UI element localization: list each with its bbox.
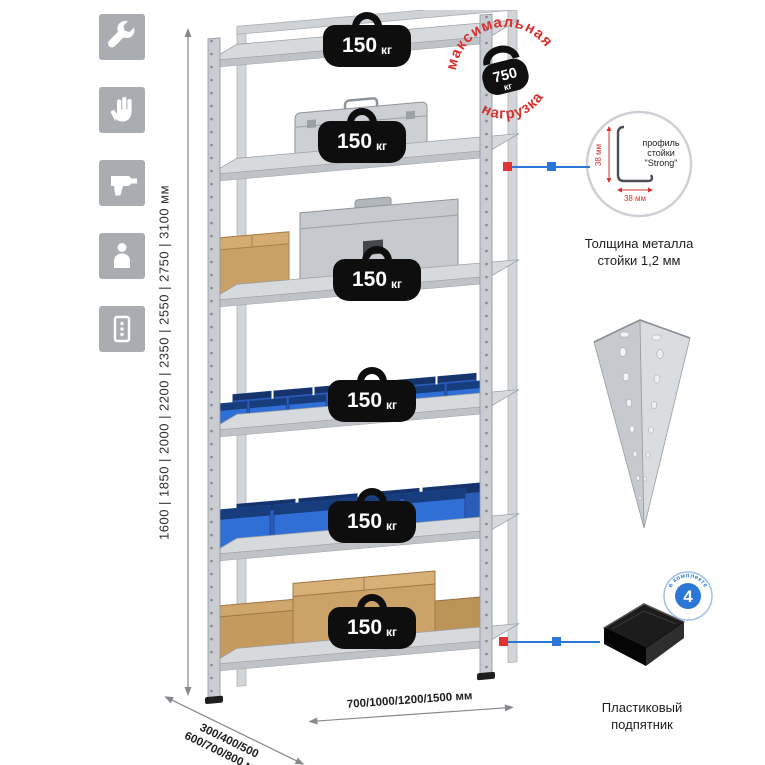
shelf-load-value: 150 <box>336 130 373 153</box>
stamp-weight-body <box>482 58 529 95</box>
width-dimension-arrow <box>307 704 514 725</box>
max-load-stamp: максимальная нагрузка 750 кг <box>438 5 558 130</box>
width-dimension: 700/1000/1200/1500 мм <box>302 687 518 728</box>
foot-left <box>205 695 223 704</box>
shelf-load-unit: кг <box>391 276 403 291</box>
feature-icon-rail <box>99 14 145 352</box>
plastic-foot-image <box>602 603 686 666</box>
weight-handle <box>362 246 392 264</box>
profile-caption-line2: стойки 1,2 мм <box>597 252 681 268</box>
feature-tile-person <box>99 233 145 279</box>
shelf-load-unit: кг <box>386 624 398 639</box>
shelf-load-value: 150 <box>351 268 388 291</box>
foot-caption-line2: подпятник <box>611 716 673 732</box>
shelf-load-unit: кг <box>376 138 388 153</box>
weight-handle <box>357 367 387 385</box>
connector-blue-marker-top <box>547 162 556 171</box>
foot-caption-line1: Пластиковый <box>601 700 683 715</box>
shelf-load-unit: кг <box>381 42 393 57</box>
back-left-post <box>236 25 247 687</box>
included-badge-number: 4 <box>683 587 693 606</box>
weight-handle <box>357 594 387 612</box>
feature-tile-tools <box>99 160 145 206</box>
weight-handle <box>357 488 387 506</box>
profile-detail-circle: 38 мм 38 мм профиль стойки "Strong" <box>585 110 693 218</box>
feature-tile-assembly <box>99 14 145 60</box>
foot-right <box>477 671 495 681</box>
glove-icon <box>110 96 132 122</box>
included-count-badge: в комплекте 4 <box>663 571 713 621</box>
drill-icon <box>111 176 137 196</box>
angle-post-image <box>593 319 691 529</box>
profile-label-2: стойки <box>647 148 675 158</box>
stamp-weight-value: 750 <box>492 65 519 86</box>
profile-caption: Толщина металла стойки 1,2 мм <box>549 236 729 270</box>
shelf-load-value: 150 <box>346 510 383 533</box>
depth-dimension-arrow <box>164 696 305 765</box>
shelf-load-value: 150 <box>341 34 378 57</box>
foot-caption: Пластиковый подпятник <box>552 700 732 734</box>
profile-dim-bottom: 38 мм <box>624 194 646 203</box>
profile-label-1: профиль <box>642 138 680 148</box>
wrench-icon <box>108 20 135 48</box>
stamp-weight-unit: кг <box>503 81 514 93</box>
feature-tile-gloves <box>99 87 145 133</box>
profile-dim-left: 38 мм <box>594 144 603 166</box>
connector-red-marker-bottom <box>499 637 508 646</box>
connector-red-marker-top <box>503 162 512 171</box>
weight-handle <box>347 108 377 126</box>
shelf-load-value: 150 <box>346 389 383 412</box>
profile-label-3: "Strong" <box>645 158 678 168</box>
height-dimension-arrow <box>184 28 192 696</box>
person-icon <box>114 243 130 268</box>
profile-caption-line1: Толщина металла <box>584 236 694 251</box>
front-right-post <box>477 13 495 681</box>
depth-dimension: 300/400/500 600/700/800 мм <box>148 690 309 765</box>
stamp-arc-bottom-text: нагрузка <box>476 86 551 130</box>
stamp-weight-handle <box>483 45 520 66</box>
svg-text:нагрузка: нагрузка <box>476 86 551 130</box>
height-dimension-label: 1600 | 1850 | 2000 | 2200 | 2350 | 2550 … <box>156 184 172 540</box>
profile-corner-drawing <box>616 125 654 183</box>
shelf-load-unit: кг <box>386 518 398 533</box>
shelf-load-unit: кг <box>386 397 398 412</box>
shelf-load-value: 150 <box>346 616 383 639</box>
post-profile-icon <box>113 315 131 343</box>
feature-tile-profile <box>99 306 145 352</box>
weight-handle <box>352 12 382 30</box>
connector-blue-marker-bottom <box>552 637 561 646</box>
front-left-post <box>205 37 223 704</box>
